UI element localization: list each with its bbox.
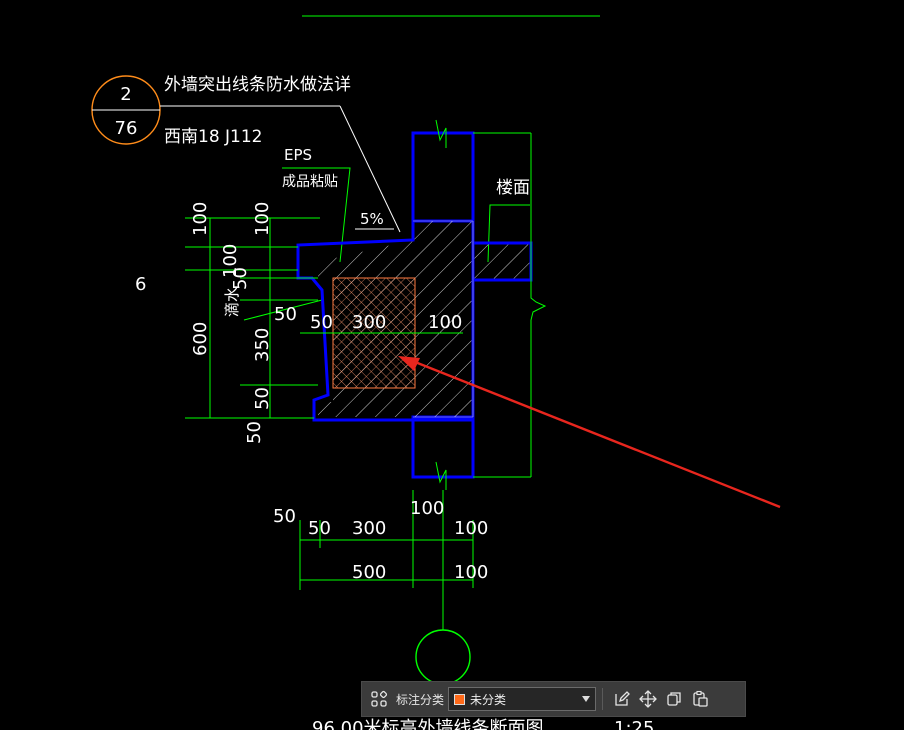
detail-index-callout: 2 76 外墙突出线条防水做法详 西南18 J112: [91, 75, 401, 233]
move-icon[interactable]: [635, 686, 661, 712]
dim-text: 100: [410, 498, 444, 519]
detail-title: 外墙突出线条防水做法详: [164, 75, 351, 95]
dim-text: 50: [244, 421, 265, 444]
dim-text: 100: [220, 244, 241, 278]
dim-text: 100: [252, 202, 273, 236]
section-scale: 1:25: [614, 718, 654, 730]
chevron-down-icon: [582, 696, 591, 702]
dim-text: 100: [428, 312, 462, 333]
drip-leader: [243, 299, 323, 321]
category-select[interactable]: 未分类: [448, 687, 597, 711]
detail-index-sheet: 76: [115, 118, 138, 139]
section-title: 96.00米标高外墙线条断面图: [312, 718, 544, 730]
dim-text: 50: [274, 304, 297, 325]
dim-text: 50: [310, 312, 333, 333]
dim-text: 50: [308, 518, 331, 539]
toolbar-divider: [602, 688, 604, 710]
layout-icon[interactable]: [366, 686, 392, 712]
dim-text: 100: [454, 562, 488, 583]
dim-text: 350: [252, 328, 273, 362]
inner-dimensions: 50 50 300 100: [274, 304, 462, 333]
dim-text: 500: [352, 562, 386, 583]
wall-section: [296, 119, 547, 630]
slope-label: 5%: [360, 210, 384, 228]
category-label: 标注分类: [396, 692, 445, 707]
eps-leader: [282, 167, 351, 263]
category-color-swatch: [454, 693, 466, 705]
dim-text: 100: [190, 202, 211, 236]
axis-bubble: [415, 629, 471, 685]
dim-text: 50: [230, 267, 251, 290]
dim-text: 6: [135, 274, 146, 295]
copy-icon[interactable]: [661, 686, 687, 712]
dim-text: 300: [352, 518, 386, 539]
category-value: 未分类: [470, 692, 507, 707]
detail-index-number: 2: [120, 84, 131, 105]
edit-icon[interactable]: [609, 686, 635, 712]
drip-label: 滴水: [223, 287, 241, 317]
dimension-lines: [185, 217, 474, 590]
vertical-dimensions: 100 100 100 6 50 600 350 50 50: [135, 202, 273, 444]
dim-text: 50: [252, 387, 273, 410]
floor-label: 楼面: [496, 178, 530, 198]
dim-text: 600: [190, 322, 211, 356]
dim-text: 50: [273, 506, 296, 527]
bottom-dimensions: 50 100 50 300 100 500 100: [273, 498, 488, 583]
eps-note: 成品粘贴: [282, 174, 338, 190]
eps-label: EPS: [284, 146, 312, 164]
paste-icon[interactable]: [687, 686, 713, 712]
detail-reference: 西南18 J112: [164, 127, 263, 147]
annotation-arrow[interactable]: [398, 356, 781, 509]
annotation-toolbar: 标注分类 未分类: [361, 681, 746, 717]
dim-text: 100: [454, 518, 488, 539]
dim-text: 300: [352, 312, 386, 333]
